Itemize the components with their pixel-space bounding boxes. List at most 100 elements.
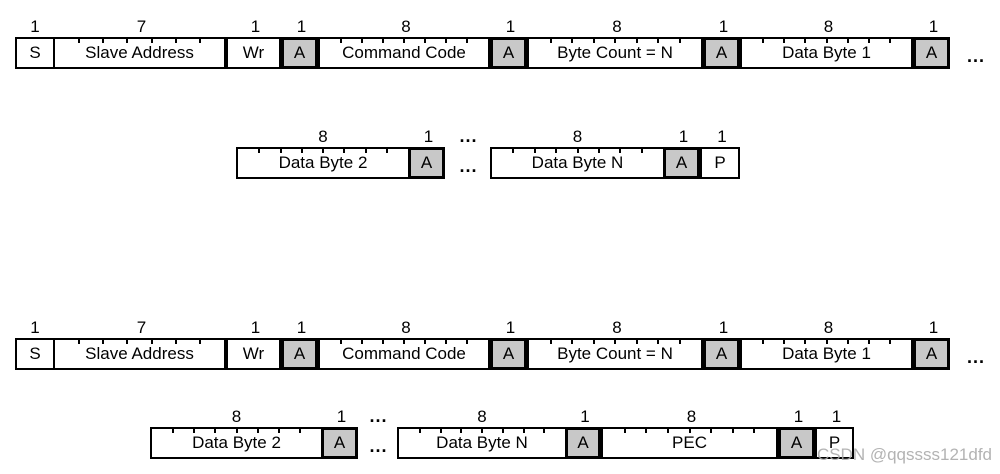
bit-divider-tick [804,39,807,43]
ellipsis-gap: ...... [360,404,397,459]
field-cell: Command Code [318,37,490,69]
ack-cell: A [281,338,318,370]
bit-divider-tick [403,39,405,43]
bit-divider-tick [364,149,367,153]
bit-divider-tick [172,429,175,433]
ellipsis-cellrow: ... [369,435,388,456]
ack-cell: A [281,37,318,69]
bit-divider-tick [576,149,579,153]
ack-cell: A [913,338,950,370]
bit-divider-tick [403,340,405,344]
bit-divider-tick [549,39,552,43]
field-cell: S [15,37,55,69]
bit-divider-tick [762,340,765,344]
bit-divider-tick [522,429,525,433]
bit-divider-tick [214,429,217,433]
field-cell: Slave Address [53,37,226,69]
bit-divider-tick [635,340,638,344]
bit-count-label: 1 [250,17,261,36]
bit-divider-tick [418,429,421,433]
ellipsis-cellrow: ... [459,155,478,176]
bit-divider-tick [783,39,786,43]
bit-divider-tick [126,340,129,344]
bit-count-label: 8 [823,318,834,337]
bit-divider-tick [657,340,659,344]
field-label: A [420,153,433,172]
field-label: Data Byte 1 [782,344,871,363]
bit-divider-tick [753,429,756,433]
field-label: Byte Count = N [557,344,673,363]
ack-cell: A [778,427,815,459]
bit-divider-tick [825,340,828,344]
bit-divider-tick [867,39,870,43]
bit-divider-tick [614,340,616,344]
bit-divider-tick [361,39,363,43]
bit-divider-tick [277,429,280,433]
ellipsis-gap: ...... [447,124,490,179]
bit-divider-tick [678,39,681,43]
bit-divider-tick [382,340,384,344]
ack-cell: A [490,37,527,69]
bit-count-label: 8 [401,17,411,36]
bit-divider-tick [322,149,324,153]
ack-cell: A [703,37,740,69]
field-cell: Data Byte 1 [740,338,913,370]
field-label: S [29,344,41,363]
bit-count-label: 1 [831,407,842,426]
bit-divider-tick [635,39,638,43]
bit-count-label: 8 [686,407,697,426]
field-cell: Command Code [318,338,490,370]
bit-divider-tick [78,39,81,43]
field-label: Command Code [342,43,466,62]
bit-count-label: 1 [718,17,729,36]
ellipsis-gap: ... [952,14,1000,69]
bit-divider-tick [340,39,342,43]
bit-divider-tick [571,340,573,344]
bit-divider-tick [549,340,552,344]
bit-count-label: 8 [612,318,622,337]
ellipsis-bitrow: ... [369,406,388,426]
field-label: S [29,43,41,62]
field-cell: S [15,338,55,370]
bit-divider-tick [258,149,261,153]
field-label: P [828,433,841,452]
ellipsis-cellrow: ... [966,346,985,367]
field-label: PEC [672,433,707,452]
bit-divider-tick [385,149,388,153]
field-cell: Byte Count = N [527,338,703,370]
bit-divider-tick [445,340,447,344]
bit-divider-tick [592,39,595,43]
bit-divider-tick [382,39,384,43]
bit-divider-tick [439,429,442,433]
bit-divider-tick [150,340,153,344]
bit-divider-tick [710,429,713,433]
bit-count-label: 1 [928,17,939,36]
bit-count-label: 1 [718,318,729,337]
ellipsis-bitrow [952,315,1000,338]
ack-cell: A [490,338,527,370]
field-label: A [577,433,589,452]
bit-count-label: 8 [612,17,622,36]
field-cell: Data Byte 2 [236,147,410,179]
field-label: P [714,153,726,172]
bit-divider-tick [640,149,643,153]
bit-count-label: 1 [423,127,434,146]
bit-divider-tick [688,429,691,433]
bit-divider-tick [543,429,546,433]
ack-cell: A [913,37,950,69]
